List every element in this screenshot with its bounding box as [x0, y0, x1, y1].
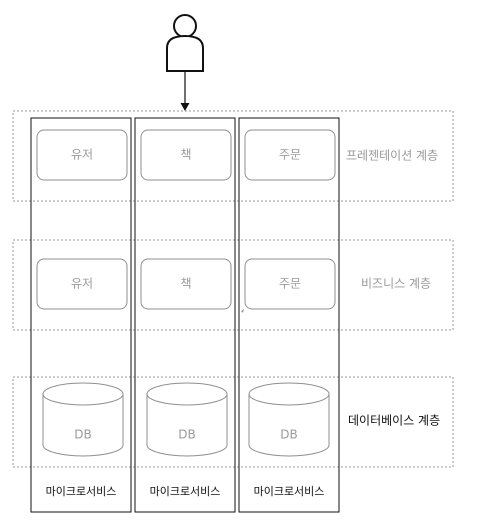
database-layer-label: 데이터베이스 계층	[348, 414, 440, 428]
business-layer-band	[12, 239, 454, 331]
database-book-label: DB	[178, 428, 195, 442]
presentation-order-label: 주문	[279, 148, 301, 162]
presentation-layer-label: 프레젠테이션 계층	[346, 149, 438, 163]
presentation-user-label: 유저	[71, 148, 93, 162]
business-user-label: 유저	[71, 277, 93, 291]
microservice-column-3	[238, 117, 340, 513]
business-layer-label: 비즈니스 계층	[361, 277, 431, 291]
microservice-column-2	[134, 117, 236, 513]
presentation-node-user	[36, 129, 128, 181]
microservice-column-1	[30, 117, 132, 513]
presentation-book-label: 책	[180, 147, 191, 162]
database-layer-band	[12, 376, 454, 468]
microservice-label-2: 마이크로서비스	[150, 485, 221, 498]
database-order-label: DB	[280, 428, 297, 442]
business-book-label: 책	[180, 276, 191, 291]
business-node-order	[244, 258, 336, 310]
database-cylinder-book	[146, 382, 228, 457]
presentation-layer-band	[12, 110, 454, 202]
business-order-label: 주문	[279, 277, 301, 291]
small-marker	[241, 309, 244, 313]
microservice-label-1: 마이크로서비스	[46, 485, 117, 498]
presentation-node-book	[140, 129, 232, 181]
database-user-label: DB	[74, 428, 91, 442]
database-cylinder-order	[248, 382, 330, 457]
business-node-user	[36, 258, 128, 310]
actor	[166, 14, 204, 111]
presentation-node-order	[244, 129, 336, 181]
arrow-down-icon	[180, 71, 190, 111]
business-node-book	[140, 258, 232, 310]
user-icon	[166, 14, 204, 72]
database-cylinder-user	[42, 382, 124, 457]
microservice-label-3: 마이크로서비스	[254, 485, 325, 498]
